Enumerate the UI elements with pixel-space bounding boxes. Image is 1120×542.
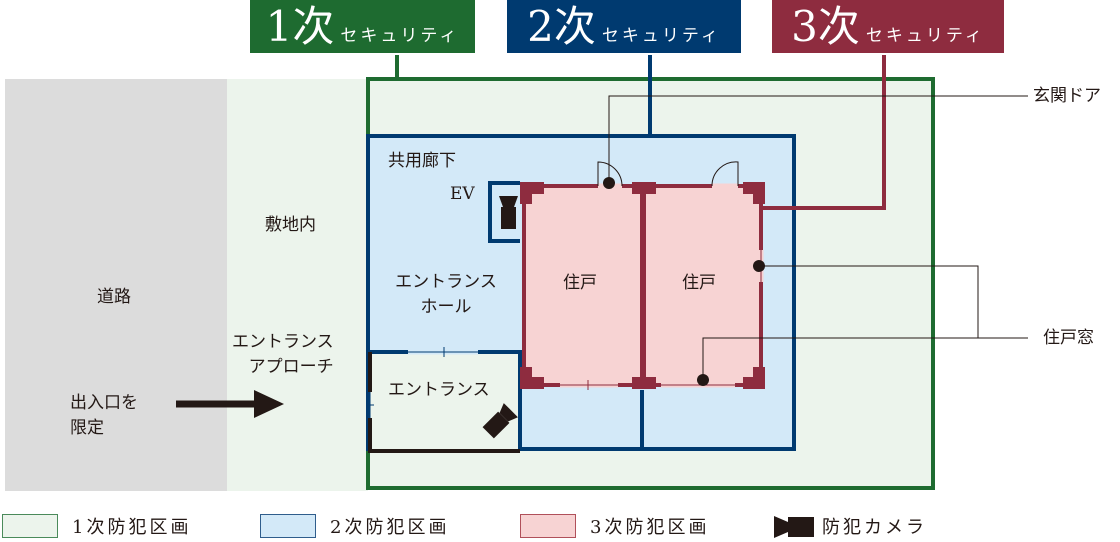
legend-swatch (520, 514, 576, 538)
banner-label: セキュリティ (601, 26, 721, 46)
door-callout-label: 玄関ドア (1033, 86, 1101, 106)
unit-2-door (711, 161, 739, 187)
window-callout-line (702, 265, 1028, 380)
entry-limit-line2: 限定 (70, 418, 104, 438)
corridor-label: 共用廊下 (388, 151, 456, 171)
legend-swatch (2, 514, 58, 538)
window-callout-label: 住戸窓 (1043, 328, 1094, 348)
secondary-security-banner: 2次 セキュリティ (507, 0, 741, 53)
door-callout-line (608, 95, 1028, 183)
entrance-outer-wall (368, 352, 520, 453)
hall-label: エントランス ホール (380, 270, 512, 320)
banner-level: 3次 (791, 2, 860, 51)
entry-limit-label: 出入口を 限定 (70, 391, 138, 441)
elevator-label: EV (450, 184, 475, 204)
premises-area (227, 79, 368, 491)
legend-label: 防犯カメラ (822, 517, 927, 538)
premises-label: 敷地内 (265, 215, 316, 235)
window-callout-dot-2 (697, 374, 709, 386)
hall-label-line2: ホール (420, 297, 472, 317)
elevator-shaft (488, 181, 520, 243)
hall-label-line1: エントランス (395, 272, 497, 292)
approach-label-line2: アプローチ (248, 357, 334, 377)
entrance-label: エントランス (388, 380, 490, 400)
tertiary-security-banner: 3次 セキュリティ (772, 0, 1004, 53)
banner-label: セキュリティ (865, 26, 985, 46)
wall-corners (520, 182, 765, 389)
legend-swatch (260, 514, 316, 538)
road-label: 道路 (97, 287, 131, 307)
banner-level: 2次 (527, 2, 596, 51)
camera-icon (499, 196, 518, 229)
road-area (5, 79, 227, 491)
primary-security-banner: 1次 セキュリティ (250, 0, 475, 53)
legend-tertiary: 3次防犯区画 (520, 514, 709, 538)
legend-label: 3次防犯区画 (590, 517, 710, 538)
legend-secondary: 2次防犯区画 (260, 514, 449, 538)
unit-2-label: 住戸 (682, 273, 716, 293)
legend-primary: 1次防犯区画 (2, 514, 191, 538)
tertiary-connector (763, 55, 886, 210)
unit-1-label: 住戸 (563, 273, 597, 293)
entry-arrow-head (254, 390, 284, 418)
legend-label: 1次防犯区画 (72, 517, 192, 538)
unit-1-door (597, 161, 623, 187)
window-callout-dot-1 (753, 260, 765, 272)
entry-limit-line1: 出入口を (70, 393, 138, 413)
legend-label: 2次防犯区画 (330, 517, 450, 538)
legend-camera: 防犯カメラ (822, 514, 927, 538)
approach-label: エントランス アプローチ (232, 330, 334, 380)
banner-level: 1次 (265, 2, 335, 51)
camera-icon (774, 516, 814, 538)
approach-label-line1: エントランス (232, 332, 334, 352)
camera-icon (482, 403, 518, 439)
door-callout-dot (603, 177, 615, 189)
banner-label: セキュリティ (340, 26, 460, 46)
